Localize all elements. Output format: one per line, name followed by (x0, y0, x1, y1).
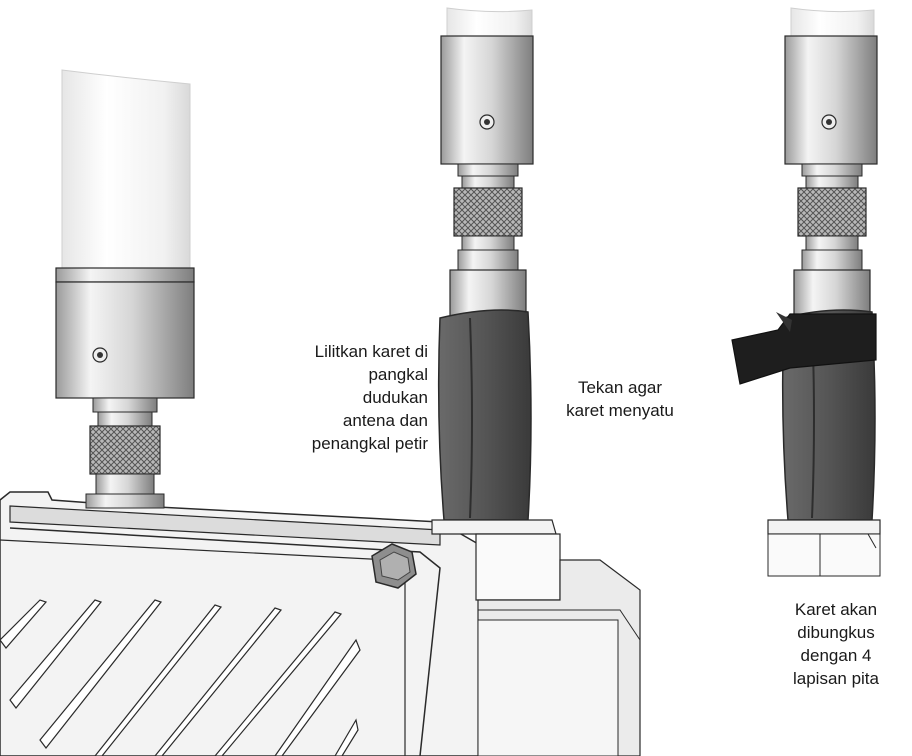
equipment-enclosure (0, 491, 481, 756)
antenna-right (731, 7, 881, 577)
label-wrap-rubber: Lilitkan karet di pangkal dudukan antena… (311, 342, 428, 453)
label-press-rubber: Tekan agar karet menyatu (566, 378, 674, 420)
rubber-wrap (437, 309, 532, 521)
mounting-bracket (431, 519, 641, 756)
tape-strip (731, 313, 877, 385)
antenna-middle (431, 7, 641, 756)
hex-bolt (371, 543, 417, 589)
antenna-left (55, 69, 195, 509)
label-tape-wrap: Karet akan dibungkus dengan 4 lapisan pi… (792, 600, 879, 688)
vent-slats (0, 599, 361, 756)
